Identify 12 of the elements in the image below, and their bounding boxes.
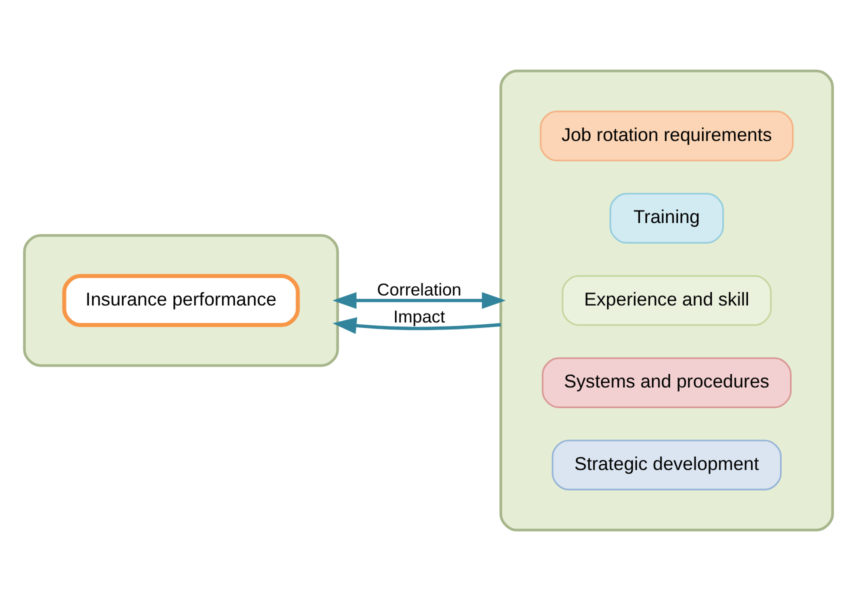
edge-label: Correlation xyxy=(377,279,462,300)
node-box: Experience and skill xyxy=(562,274,772,326)
cluster xyxy=(23,234,339,366)
edge-label: Impact xyxy=(393,306,446,326)
arrow xyxy=(332,316,501,334)
arrow xyxy=(332,292,506,308)
node-box: Strategic development xyxy=(552,439,782,490)
cluster xyxy=(500,69,834,531)
node-box: Job rotation requirements xyxy=(540,110,794,161)
node-box: Systems and procedures xyxy=(542,356,792,408)
node-box: Training xyxy=(610,192,724,244)
node-box: Insurance performance xyxy=(62,273,300,327)
